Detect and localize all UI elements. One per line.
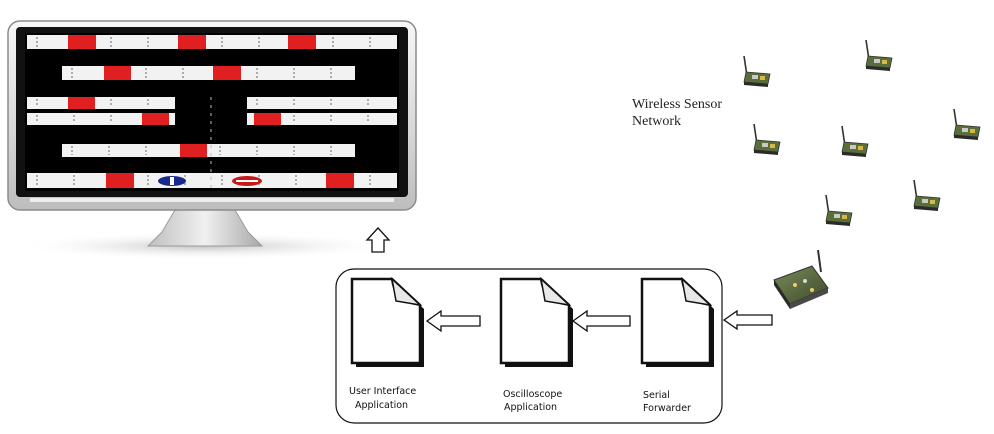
base-chip <box>810 288 814 292</box>
pipeline-arrows <box>425 309 631 333</box>
sensor-chip <box>962 128 968 132</box>
lane-strip <box>62 144 355 157</box>
sensor-chip <box>762 143 768 147</box>
sensor-chip <box>760 76 765 80</box>
sensor-board-edge <box>744 82 768 87</box>
car-block <box>104 66 131 80</box>
serial-forwarder-label-line2: Forwarder <box>643 403 691 414</box>
car-block <box>178 35 206 49</box>
sensor-board-edge <box>866 66 890 71</box>
sensor-chip <box>930 200 935 204</box>
lane-strip <box>62 66 355 80</box>
base-chip <box>793 283 797 287</box>
sensor-chip <box>850 145 856 149</box>
lane-strip <box>247 97 397 109</box>
pipeline-documents <box>350 276 714 367</box>
document-fold-corner <box>680 276 713 307</box>
document-fold-corner <box>390 276 423 307</box>
base-chip <box>803 279 807 283</box>
sensor-chip <box>752 75 758 79</box>
sensor-node-icon <box>825 194 853 226</box>
monitor-icon <box>7 20 417 260</box>
car-block <box>288 35 316 49</box>
sensor-node-icon <box>841 125 869 157</box>
base-board-side <box>774 280 790 309</box>
sensor-chip <box>970 129 975 133</box>
car-block <box>106 173 134 188</box>
lane-strip <box>247 113 397 125</box>
sensor-node-icon <box>913 179 941 211</box>
serial-forwarder-label-line1: Serial <box>643 390 670 401</box>
lane-strip <box>27 97 175 109</box>
document-icon <box>499 276 573 367</box>
lane-strip <box>27 113 175 125</box>
sensor-board-edge <box>954 135 978 140</box>
blue-marker-center <box>170 177 174 185</box>
sensor-board-edge <box>754 150 778 155</box>
input-arrow-icon <box>722 309 773 331</box>
screen-background <box>25 33 399 191</box>
monitor-chin-highlight <box>30 198 394 202</box>
arrow-icon <box>571 309 631 333</box>
lanes <box>27 35 397 188</box>
ui-app-label-line1: User Interface <box>349 386 416 397</box>
document-fold-corner <box>539 276 572 307</box>
red-marker-center <box>236 180 258 182</box>
car-block <box>326 173 354 188</box>
up-arrow-icon <box>365 227 391 253</box>
ui-app-label-line2: Application <box>355 400 408 411</box>
sensor-chip <box>842 215 847 219</box>
car-block <box>68 35 96 49</box>
monitor-stand <box>146 209 264 247</box>
base-board-front <box>790 288 828 309</box>
car-block <box>142 113 169 125</box>
oscilloscope-label-line1: Oscilloscope <box>503 389 562 400</box>
sensor-chip <box>858 146 863 150</box>
base-antenna <box>817 249 822 273</box>
sensor-nodes <box>743 39 981 226</box>
sensor-board-edge <box>914 206 938 211</box>
sensor-board-edge <box>842 152 866 157</box>
document-icon <box>640 276 714 367</box>
sensor-node-icon <box>953 108 981 140</box>
car-block <box>180 144 207 157</box>
sensor-chip <box>874 59 880 63</box>
car-block <box>254 113 281 125</box>
wsn-label-line2: Network <box>632 114 681 129</box>
cars <box>68 35 354 188</box>
sensor-chip <box>922 199 928 203</box>
document-icon <box>350 276 424 367</box>
base-station-icon <box>773 249 829 309</box>
sensor-node-icon <box>753 123 781 155</box>
sensor-node-icon <box>865 39 893 71</box>
base-board <box>773 265 829 305</box>
car-block <box>68 97 95 109</box>
sensor-chip <box>770 144 775 148</box>
sensor-board-edge <box>826 221 850 226</box>
sensor-chip <box>834 214 840 218</box>
oscilloscope-label-line2: Application <box>504 402 557 413</box>
arrow-icon <box>425 309 481 333</box>
sensor-node-icon <box>743 55 771 87</box>
wsn-label-line1: Wireless Sensor <box>632 97 722 112</box>
sensor-chip <box>882 60 887 64</box>
monitor-screen <box>25 33 399 191</box>
car-block <box>213 66 241 80</box>
